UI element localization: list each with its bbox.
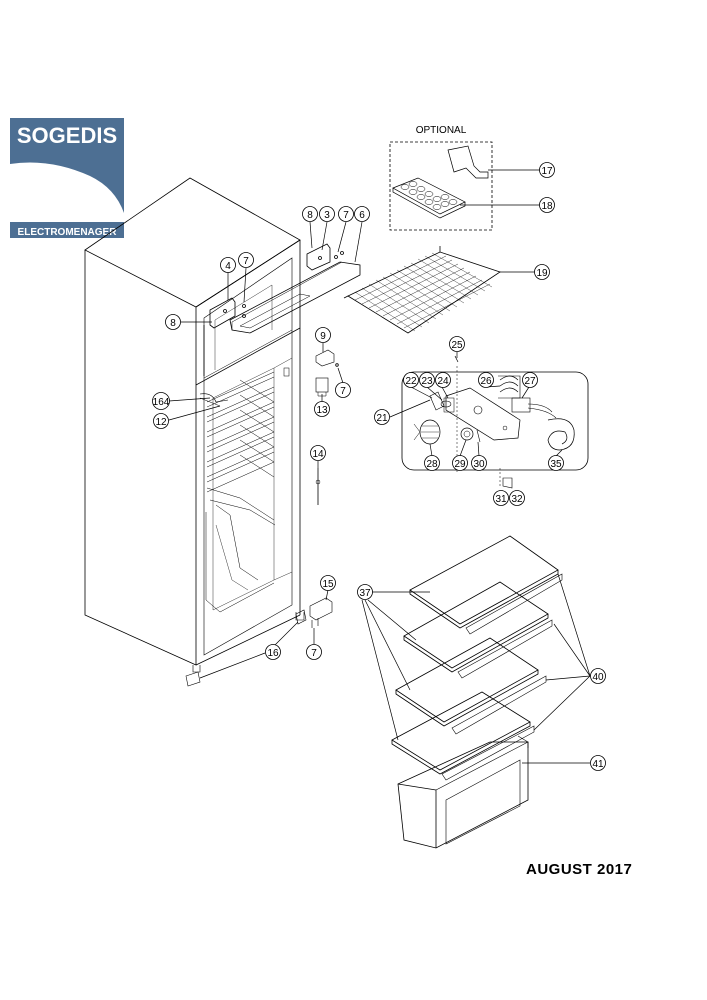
callout-22: 22 [403, 372, 419, 388]
callout-40: 40 [590, 668, 606, 684]
svg-text:22: 22 [405, 376, 417, 387]
callout-7-mid: 7 [335, 382, 351, 398]
callout-29: 29 [452, 455, 468, 471]
callout-24: 24 [435, 372, 451, 388]
svg-text:31: 31 [495, 494, 507, 505]
part-14 [315, 468, 321, 505]
svg-text:12: 12 [155, 417, 167, 428]
svg-text:164: 164 [153, 397, 170, 408]
svg-text:41: 41 [592, 759, 604, 770]
glass-shelves [391, 535, 563, 781]
svg-text:7: 7 [340, 386, 346, 397]
svg-text:28: 28 [426, 459, 438, 470]
svg-text:19: 19 [536, 268, 548, 279]
wire-shelf [343, 246, 501, 334]
svg-text:9: 9 [320, 331, 326, 342]
callout-37: 37 [357, 584, 373, 600]
callout-32: 32 [509, 490, 525, 506]
callout-16: 16 [265, 644, 281, 660]
svg-text:14: 14 [312, 449, 324, 460]
crisper-drawer [397, 735, 529, 849]
svg-text:27: 27 [524, 376, 536, 387]
svg-text:8: 8 [307, 210, 313, 221]
callout-19: 19 [534, 264, 550, 280]
callout-21: 21 [374, 409, 390, 425]
svg-text:32: 32 [511, 494, 523, 505]
callout-7-top-left: 7 [238, 252, 254, 268]
part-15 [309, 597, 333, 628]
svg-text:24: 24 [437, 376, 449, 387]
svg-text:30: 30 [473, 459, 485, 470]
callout-7-bottom: 7 [306, 644, 322, 660]
callout-41: 41 [590, 755, 606, 771]
svg-text:17: 17 [541, 166, 553, 177]
svg-text:37: 37 [359, 588, 371, 599]
svg-text:23: 23 [421, 376, 433, 387]
callout-28: 28 [424, 455, 440, 471]
top-hinge-cover [229, 261, 361, 334]
callout-31: 31 [493, 490, 509, 506]
svg-text:18: 18 [541, 201, 553, 212]
svg-text:3: 3 [324, 210, 330, 221]
callout-25: 25 [449, 336, 465, 352]
svg-text:13: 13 [316, 405, 328, 416]
svg-text:26: 26 [480, 376, 492, 387]
callout-15: 15 [320, 575, 336, 591]
optional-box [389, 141, 493, 231]
callout-18: 18 [539, 197, 555, 213]
callout-12: 12 [153, 413, 169, 429]
logo-brand-top: SOGEDIS [17, 123, 117, 148]
callout-8-left: 8 [165, 314, 181, 330]
upper-hinge-right [306, 243, 344, 271]
callout-9: 9 [315, 327, 331, 343]
svg-text:15: 15 [322, 579, 334, 590]
leader-lines [168, 169, 591, 764]
callout-8-top: 8 [302, 206, 318, 222]
callout-164: 164 [152, 392, 170, 410]
callout-3: 3 [319, 206, 335, 222]
svg-text:25: 25 [451, 340, 463, 351]
svg-text:6: 6 [359, 210, 365, 221]
svg-text:7: 7 [343, 210, 349, 221]
callout-13: 13 [314, 401, 330, 417]
part-12-164 [199, 393, 229, 407]
part-13 [315, 377, 329, 397]
logo-brand-bottom: ELECTROMENAGER [18, 227, 118, 238]
callout-6: 6 [354, 206, 370, 222]
svg-text:7: 7 [311, 648, 317, 659]
part-9 [315, 349, 339, 367]
callout-17: 17 [539, 162, 555, 178]
svg-text:35: 35 [550, 459, 562, 470]
svg-text:4: 4 [225, 261, 231, 272]
callout-35: 35 [548, 455, 564, 471]
callout-4: 4 [220, 257, 236, 273]
date-label: AUGUST 2017 [526, 861, 633, 878]
thermostat-group-box [401, 355, 589, 489]
callout-7-top-right: 7 [338, 206, 354, 222]
callout-27: 27 [522, 372, 538, 388]
svg-text:21: 21 [376, 413, 388, 424]
refrigerator-cabinet [84, 177, 305, 673]
callout-30: 30 [471, 455, 487, 471]
svg-text:40: 40 [592, 672, 604, 683]
sogedis-logo: SOGEDIS ELECTROMENAGER [10, 118, 124, 238]
callout-14: 14 [310, 445, 326, 461]
svg-text:16: 16 [267, 648, 279, 659]
callout-26: 26 [478, 372, 494, 388]
svg-text:7: 7 [243, 256, 249, 267]
part-16-feet [185, 609, 307, 687]
svg-text:8: 8 [170, 318, 176, 329]
upper-hinge-left [209, 297, 246, 329]
callout-23: 23 [419, 372, 435, 388]
svg-text:29: 29 [454, 459, 466, 470]
optional-label: OPTIONAL [416, 125, 467, 136]
